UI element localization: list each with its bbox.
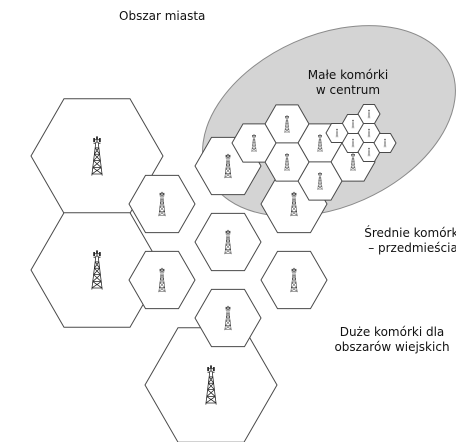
medium-cell <box>128 174 196 234</box>
micro-cell <box>325 123 349 143</box>
micro-cell <box>357 104 381 124</box>
large-cells-label: Duże komórki dla obszarów wiejskich <box>334 325 450 354</box>
city-area-label: Obszar miasta <box>119 9 206 23</box>
medium-cell <box>260 250 328 310</box>
large-cell <box>30 212 164 328</box>
small-cells-label: Małe komórki w centrum <box>307 68 389 97</box>
medium-cells-label: Średnie komórki – przedmieścia <box>364 226 456 255</box>
medium-cell <box>194 212 262 272</box>
medium-cell <box>194 288 262 348</box>
medium-cell <box>128 250 196 310</box>
micro-cell <box>373 133 397 153</box>
small-cell <box>231 123 277 163</box>
